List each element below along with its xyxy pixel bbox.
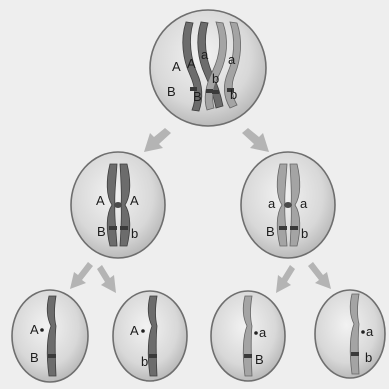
gene-label: B (255, 352, 264, 367)
secondary-cell-right: a a B b (241, 152, 335, 258)
gene-label: A (130, 323, 139, 338)
gene-label: a (201, 47, 209, 62)
chromosome-chromatid (148, 296, 157, 376)
gamete-cell-2: A b (113, 291, 187, 381)
chromosome-band (48, 354, 56, 358)
gene-label: B (266, 224, 275, 239)
chromosome-band (120, 226, 128, 230)
gamete-cell-3: a B (211, 291, 285, 381)
gene-label: B (97, 224, 106, 239)
gene-label: b (131, 226, 138, 241)
gene-label: A (172, 59, 181, 74)
gamete-cell-4: a b (315, 290, 385, 378)
gene-label: A (30, 322, 39, 337)
centromere (114, 202, 122, 208)
gene-label: A (187, 56, 196, 71)
gene-label: a (300, 196, 308, 211)
gene-label: a (268, 196, 276, 211)
gamete-cell-outline (315, 290, 385, 378)
secondary-cell-left: A A B b (71, 152, 165, 258)
centromere (284, 202, 292, 208)
chromosome-band (212, 90, 219, 94)
gene-label: a (366, 324, 374, 339)
gene-label: a (259, 325, 267, 340)
gene-label: B (193, 89, 202, 104)
chromosome-chromatid (350, 294, 359, 374)
gene-label: B (167, 84, 176, 99)
gene-label: b (301, 226, 308, 241)
gene-label: A (96, 193, 105, 208)
arrow-icon (276, 265, 295, 293)
gene-label: B (30, 350, 39, 365)
gene-label: b (365, 350, 372, 365)
gene-label: A (130, 193, 139, 208)
gene-locus-dot (361, 330, 365, 334)
gene-label: b (230, 87, 237, 102)
chromosome-band (149, 354, 157, 358)
chromosome-chromatid (243, 296, 252, 376)
parent-cell: A A a a B B b b (150, 10, 266, 126)
arrow-icon (70, 262, 93, 289)
gamete-cell-1: A B (12, 290, 88, 382)
gene-locus-dot (40, 328, 44, 332)
gene-label: b (141, 354, 148, 369)
arrow-icon (144, 128, 171, 152)
gene-label: a (228, 52, 236, 67)
chromosome-band (244, 354, 252, 358)
chromosome-band (279, 226, 287, 230)
gene-locus-dot (254, 331, 258, 335)
gene-locus-dot (141, 329, 145, 333)
chromosome-band (206, 89, 213, 93)
arrow-icon (308, 262, 331, 289)
chromosome-band (109, 226, 117, 230)
gene-label: b (212, 71, 219, 86)
arrow-icon (242, 128, 269, 152)
chromosome-chromatid (47, 296, 56, 376)
arrow-icon (97, 265, 116, 293)
chromosome-band (290, 226, 298, 230)
chromosome-band (351, 352, 359, 356)
